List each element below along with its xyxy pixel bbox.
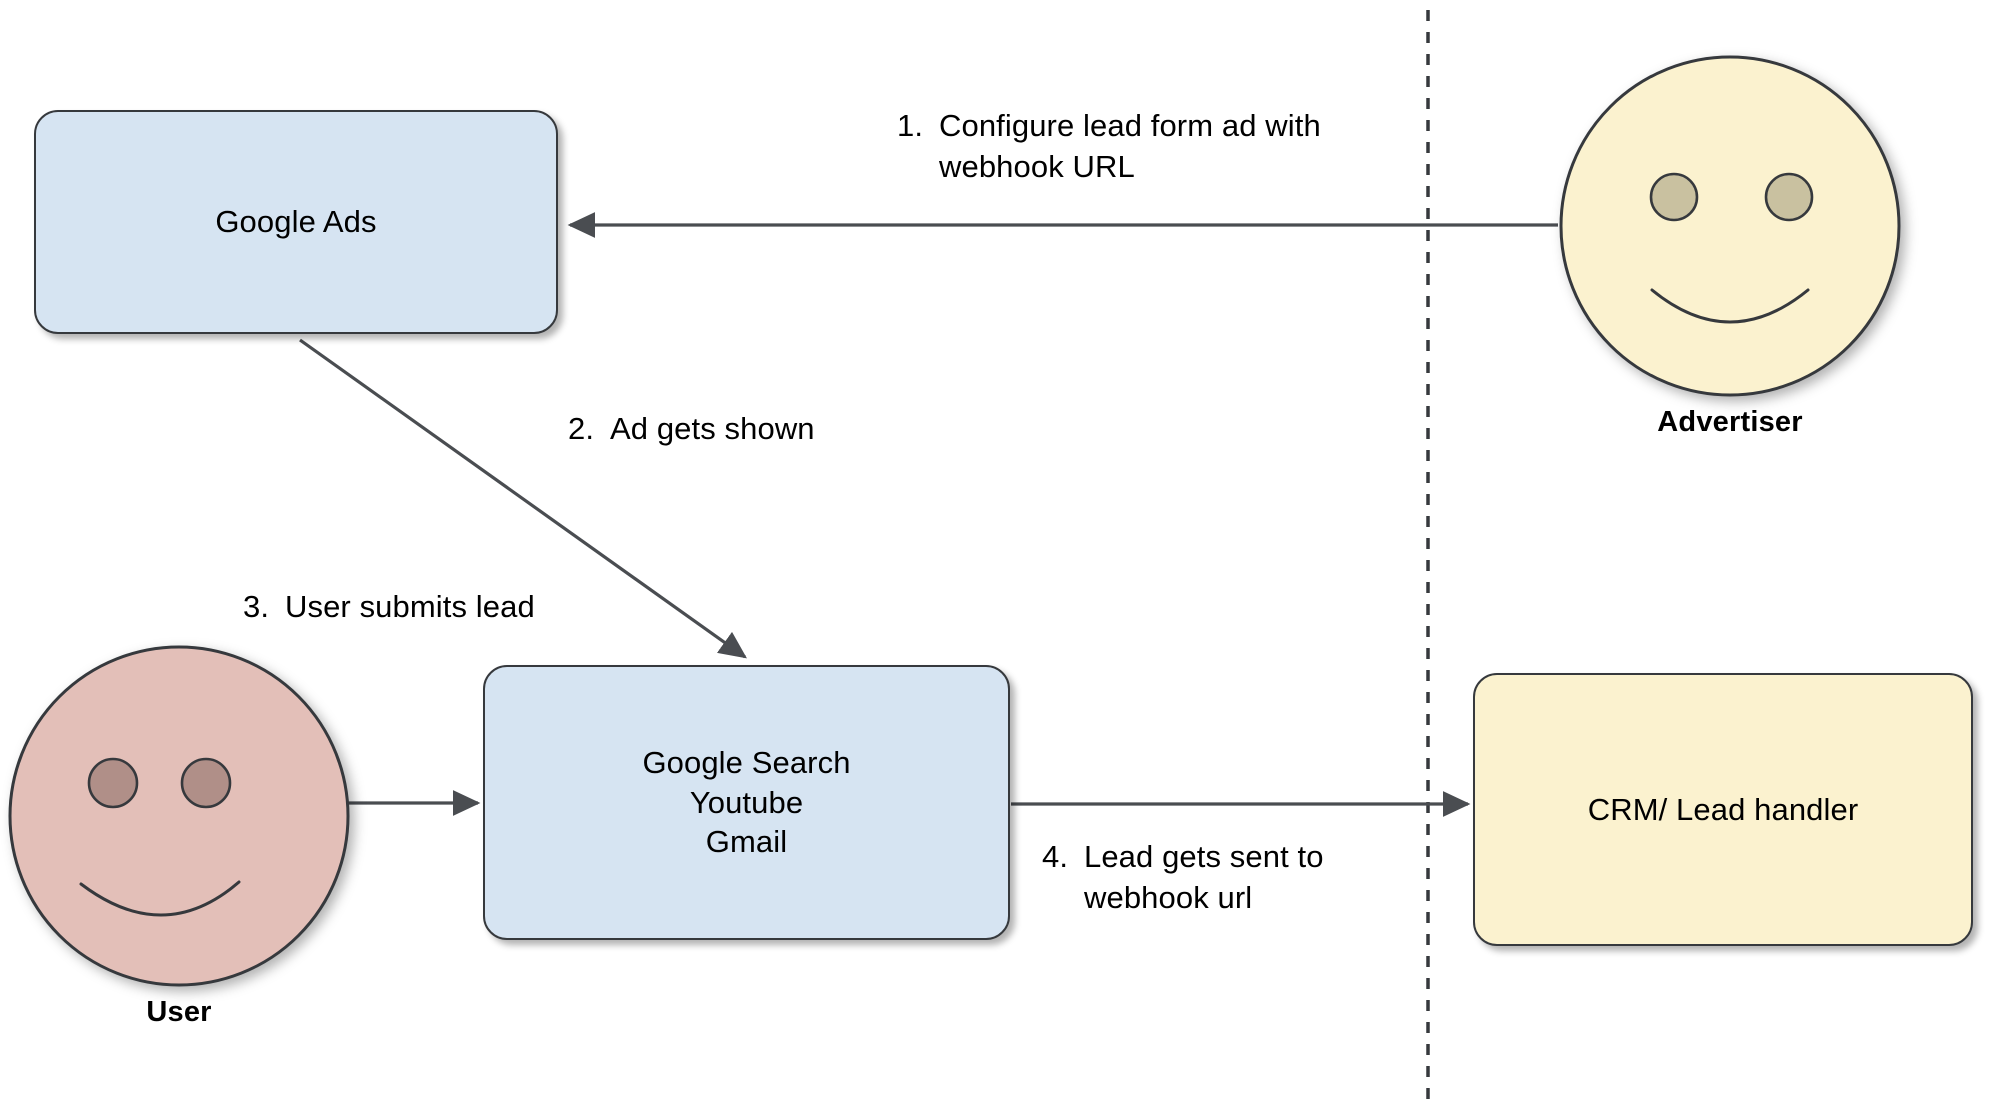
step-3-text: User submits lead: [285, 589, 535, 624]
step-1-text: Configure lead form ad with webhook URL: [939, 108, 1321, 184]
advertiser-left-eye-icon: [1649, 172, 1699, 222]
step-label-4: 4. Lead gets sent to webhook url: [1042, 837, 1324, 919]
node-crm-lead-handler[interactable]: CRM/ Lead handler: [1473, 673, 1973, 946]
actor-advertiser-label: Advertiser: [1657, 406, 1803, 438]
step-label-1: 1. Configure lead form ad with webhook U…: [897, 106, 1321, 188]
step-2-number: 2.: [568, 411, 595, 446]
advertiser-right-eye-icon: [1764, 172, 1814, 222]
step-4-text: Lead gets sent to webhook url: [1084, 839, 1324, 915]
step-4-number: 4.: [1042, 839, 1069, 874]
step-label-2: 2. Ad gets shown: [568, 409, 815, 450]
user-smile-icon: [79, 880, 241, 917]
node-crm-lead-handler-label: CRM/ Lead handler: [1587, 791, 1859, 827]
step-1-number: 1.: [897, 108, 924, 143]
step-3-number: 3.: [243, 589, 270, 624]
actor-user[interactable]: User: [7, 644, 351, 1028]
advertiser-smiley-face-icon: [1559, 55, 1901, 397]
node-google-ads[interactable]: Google Ads: [34, 110, 558, 334]
step-label-3: 3. User submits lead: [243, 587, 535, 628]
node-google-ads-label: Google Ads: [215, 204, 377, 240]
node-google-properties[interactable]: Google Search Youtube Gmail: [483, 665, 1010, 940]
user-smiley-face-icon: [8, 645, 350, 987]
user-right-eye-icon: [180, 757, 232, 809]
node-google-properties-label: Google Search Youtube Gmail: [642, 744, 851, 860]
actor-user-label: User: [146, 996, 212, 1028]
actor-advertiser[interactable]: Advertiser: [1558, 54, 1902, 438]
user-left-eye-icon: [87, 757, 139, 809]
step-2-text: Ad gets shown: [610, 411, 815, 446]
advertiser-smile-icon: [1650, 288, 1810, 324]
